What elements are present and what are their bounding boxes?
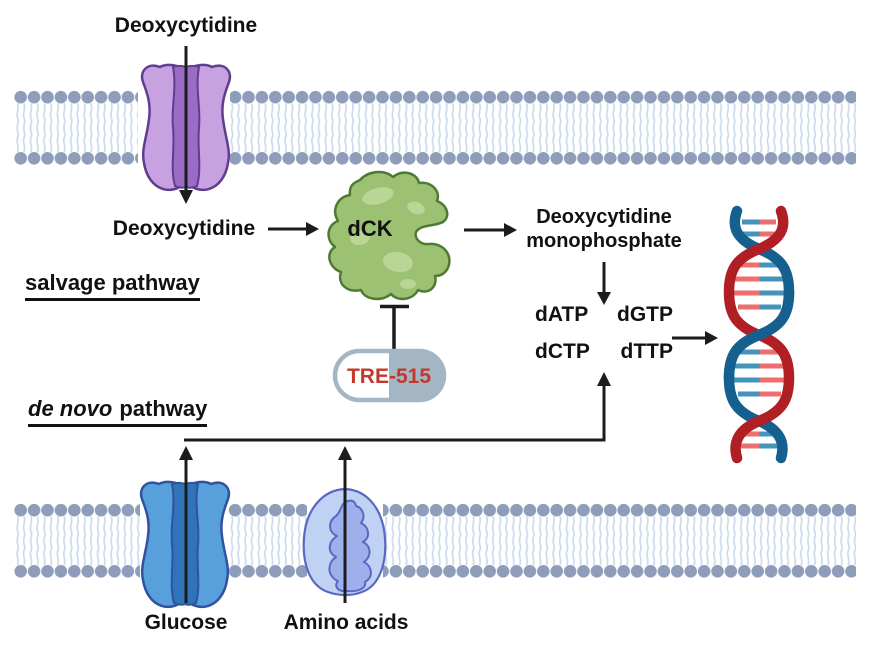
dntp-pool: dATP dGTP dCTP dTTP	[535, 303, 673, 364]
label-dcmp-line2: monophosphate	[526, 230, 682, 252]
label-pathway-word: pathway	[119, 396, 208, 421]
label-dcmp-line1: Deoxycytidine	[536, 206, 672, 228]
label-deoxycytidine-extracellular: Deoxycytidine	[114, 14, 258, 37]
label-salvage-pathway: salvage pathway	[25, 270, 200, 301]
label-amino-acids: Amino acids	[283, 611, 409, 634]
label-dttp: dTTP	[620, 340, 674, 363]
dna-double-helix-icon	[723, 205, 795, 464]
arrow-de-novo-elbow	[184, 372, 611, 442]
dck-enzyme-icon	[327, 170, 451, 301]
arrow-deoxycytidine-uptake	[179, 46, 193, 204]
label-deoxycytidine-intracellular: Deoxycytidine	[112, 217, 256, 240]
t-bar-inhibitor-icon	[380, 304, 409, 349]
arrow-dck-to-monophosphate	[464, 223, 517, 237]
arrow-monophosphate-to-dntps	[597, 262, 611, 305]
arrow-glucose-up	[179, 446, 193, 603]
label-deoxycytidine-monophosphate: Deoxycytidine monophosphate	[504, 205, 704, 253]
label-dck-enzyme: dCK	[347, 216, 393, 241]
label-glucose: Glucose	[144, 611, 228, 634]
label-dgtp: dGTP	[617, 303, 673, 326]
label-datp: dATP	[535, 303, 589, 326]
label-dctp: dCTP	[535, 340, 590, 363]
flow-arrows	[179, 46, 718, 603]
arrow-dntps-to-dna	[672, 331, 718, 345]
lipid-bilayer-bottom-icon	[14, 503, 856, 579]
label-tre-515-drug: TRE-515	[346, 365, 432, 388]
arrow-deoxycytidine-to-dck	[268, 222, 319, 236]
label-de-novo-italic: de novo	[28, 396, 113, 421]
drug-capsule-icon	[332, 348, 447, 403]
dna-rungs	[732, 219, 787, 449]
arrow-amino-acids-up	[338, 446, 352, 603]
lipid-bilayer-top-icon	[14, 90, 856, 166]
dna-strand-blue-over	[723, 286, 795, 384]
